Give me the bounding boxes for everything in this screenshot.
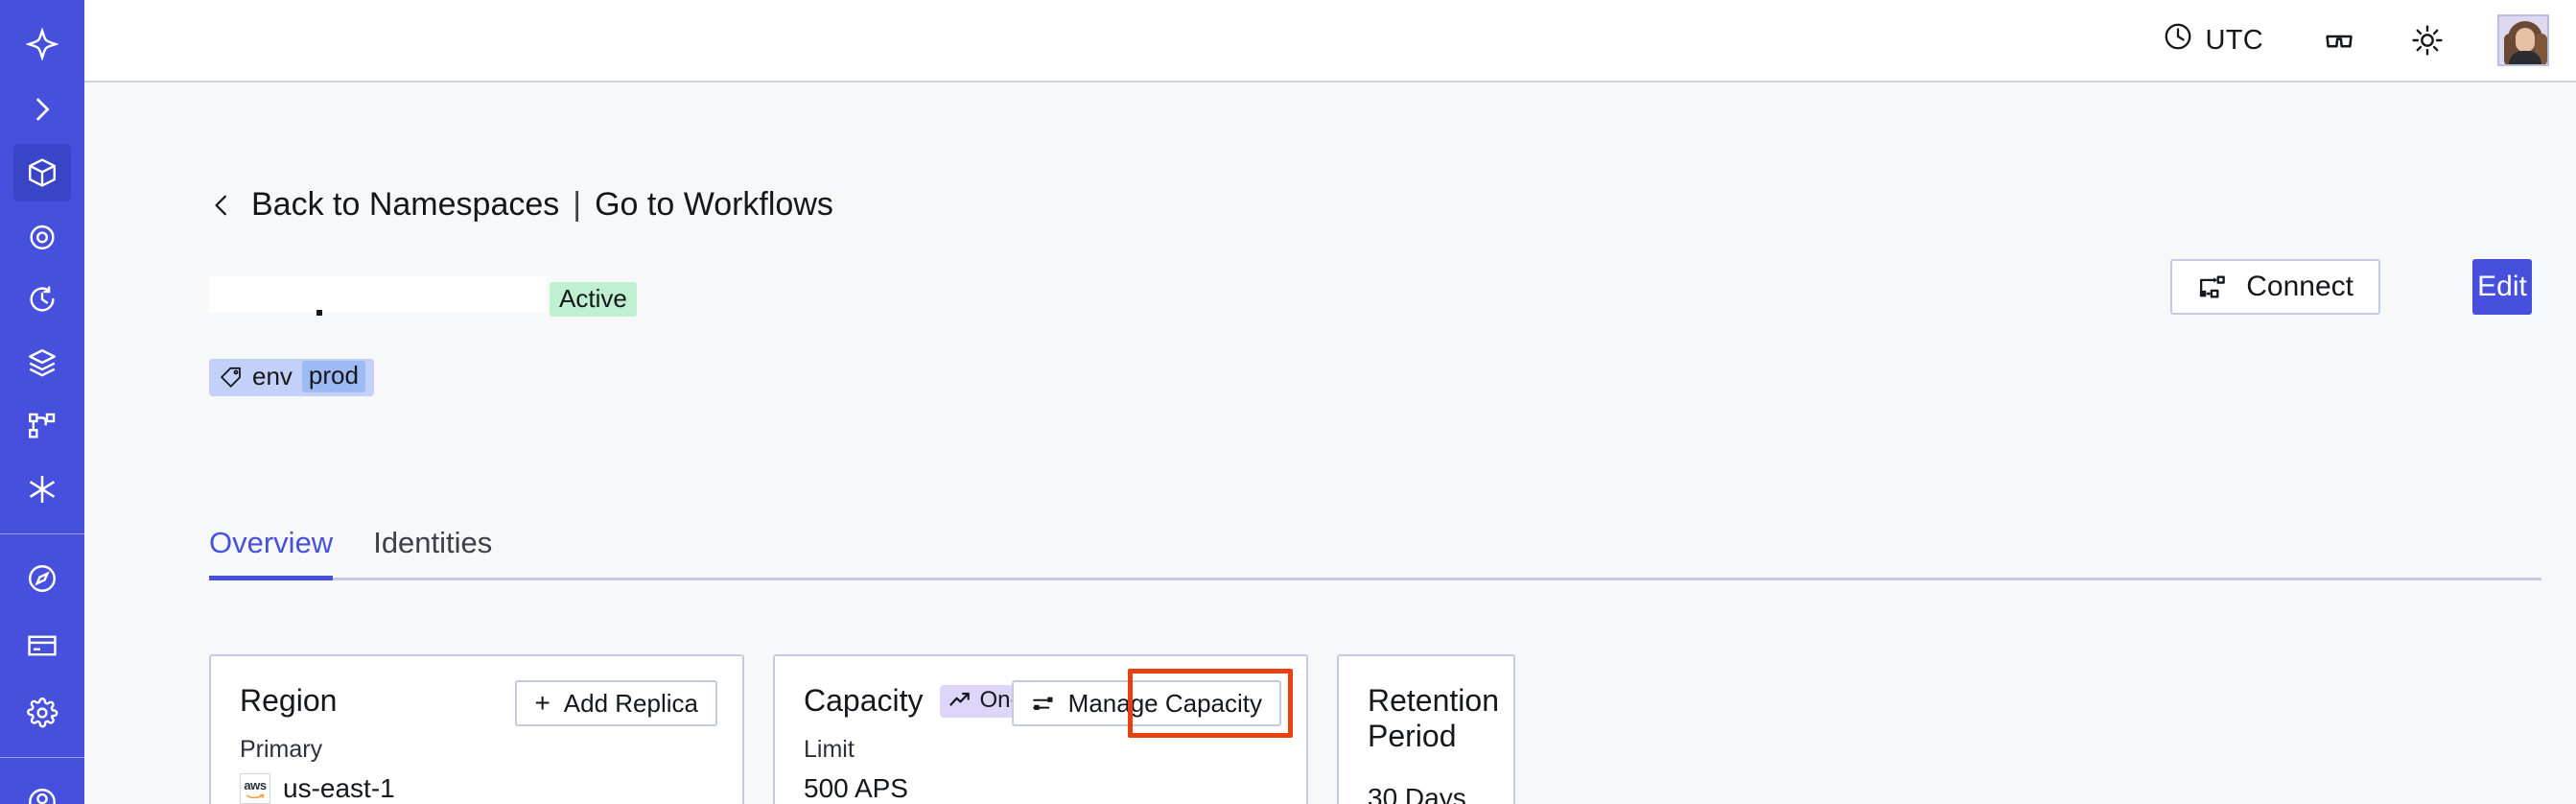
breadcrumb: Back to Namespaces | Go to Workflows	[209, 186, 833, 224]
sidebar-item-observability[interactable]	[13, 207, 71, 265]
clock-icon	[2163, 21, 2193, 59]
add-replica-label: Add Replica	[563, 688, 698, 718]
primary-sidebar	[0, 0, 84, 804]
sidebar-divider-1	[0, 533, 84, 534]
connect-button-label: Connect	[2246, 271, 2354, 302]
plus-icon: +	[534, 688, 550, 718]
sidebar-item-nexus[interactable]	[13, 461, 71, 518]
avatar-body	[2509, 51, 2541, 64]
sidebar-item-workflows[interactable]	[13, 397, 71, 455]
region-card-title: Region	[240, 683, 338, 718]
region-primary-value-row: aws us-east-1	[240, 773, 714, 804]
timezone-selector[interactable]: UTC	[2163, 21, 2263, 59]
page-title-redacted	[209, 276, 547, 313]
sun-icon[interactable]	[2411, 24, 2444, 57]
sidebar-item-billing[interactable]	[13, 617, 71, 674]
tag-value: prod	[301, 361, 365, 392]
manage-capacity-button[interactable]: Manage Capacity	[1011, 680, 1281, 726]
sidebar-item-history[interactable]	[13, 271, 71, 328]
aws-logo-icon: aws	[240, 773, 270, 804]
chevron-left-icon[interactable]	[209, 191, 251, 220]
manage-capacity-label: Manage Capacity	[1067, 688, 1262, 718]
capacity-limit-value: 500 APS	[804, 773, 908, 803]
tab-overview[interactable]: Overview	[209, 526, 334, 580]
connect-button[interactable]: Connect	[2170, 259, 2380, 315]
sliders-icon	[1031, 692, 1055, 716]
capacity-card-title: Capacity	[804, 683, 924, 718]
sidebar-item-batch-operations[interactable]	[13, 334, 71, 391]
edit-button[interactable]: Edit	[2472, 259, 2532, 315]
avatar-face	[2516, 28, 2535, 52]
retention-card-header: Retention Period	[1368, 683, 1499, 754]
timezone-label: UTC	[2205, 24, 2263, 56]
status-badge: Active	[550, 282, 637, 317]
sidebar-item-settings[interactable]	[13, 684, 71, 742]
tab-identities[interactable]: Identities	[373, 526, 492, 578]
namespace-tag-chip[interactable]: env prod	[209, 359, 374, 396]
connect-flow-icon	[2197, 272, 2227, 302]
sidebar-item-account[interactable]	[13, 773, 71, 804]
sidebar-divider-2	[0, 757, 84, 758]
trend-up-icon	[948, 690, 972, 711]
main-content: Back to Namespaces | Go to Workflows Act…	[84, 84, 2576, 804]
sidebar-item-usage[interactable]	[13, 550, 71, 607]
tag-icon	[220, 366, 243, 389]
sidebar-item-namespaces[interactable]	[13, 144, 71, 201]
namespace-title-row: Active Connect Edit	[209, 259, 2532, 334]
tag-key: env	[252, 362, 293, 390]
title-dot	[316, 310, 322, 316]
capacity-limit-label: Limit	[804, 736, 855, 763]
region-card: Region + Add Replica Primary aws us-east…	[209, 654, 744, 804]
tab-bar: Overview Identities	[209, 526, 2541, 580]
retention-card-title: Retention Period	[1368, 683, 1499, 753]
breadcrumb-back-link[interactable]: Back to Namespaces	[251, 186, 560, 223]
expand-chevron-icon[interactable]	[13, 81, 71, 138]
top-header: UTC	[84, 0, 2576, 83]
overview-cards: Region + Add Replica Primary aws us-east…	[209, 654, 1515, 804]
avatar[interactable]	[2497, 14, 2549, 66]
region-card-header: Region	[240, 683, 714, 719]
capacity-card: Capacity On-Demand	[773, 654, 1308, 804]
retention-value: 30 Days	[1368, 783, 1466, 804]
breadcrumb-separator: |	[573, 186, 582, 223]
temporal-logo-icon[interactable]	[13, 15, 71, 73]
add-replica-button[interactable]: + Add Replica	[515, 680, 717, 726]
glasses-icon[interactable]	[2323, 24, 2355, 57]
breadcrumb-workflows-link[interactable]: Go to Workflows	[595, 186, 833, 223]
region-primary-value: us-east-1	[283, 773, 395, 803]
region-primary-label: Primary	[240, 736, 323, 763]
retention-period-card: Retention Period 30 Days	[1337, 654, 1515, 804]
